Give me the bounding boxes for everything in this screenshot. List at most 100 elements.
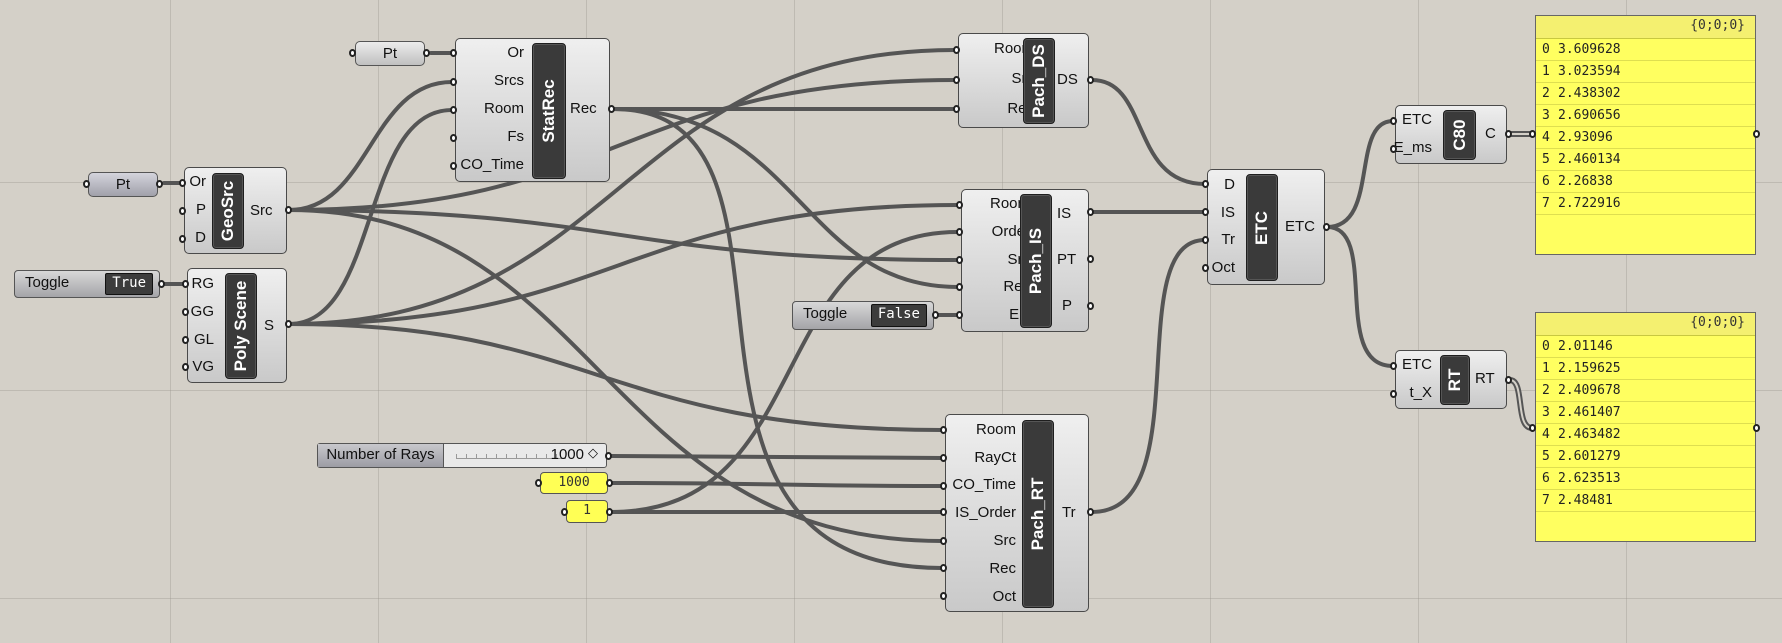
output-port[interactable]: [932, 311, 939, 319]
input-port[interactable]: [953, 76, 960, 84]
geosrc-component[interactable]: Or P D GeoSrc Src: [184, 167, 287, 254]
input-port[interactable]: [179, 179, 186, 187]
toggle-value[interactable]: True: [105, 273, 153, 295]
input-port[interactable]: [940, 564, 947, 572]
input-port[interactable]: [561, 508, 568, 516]
input-port[interactable]: [940, 592, 947, 600]
pach-is-component[interactable]: Room Order Src Rec ED Pach_IS IS PT P: [961, 189, 1089, 332]
input-port[interactable]: [1202, 236, 1209, 244]
panel-input-port[interactable]: [1529, 130, 1536, 138]
etc-component[interactable]: D IS Tr Oct ETC ETC: [1207, 169, 1325, 285]
input-port[interactable]: [940, 482, 947, 490]
output-label-c: C: [1485, 125, 1496, 142]
slider-grip-icon[interactable]: ◇: [588, 445, 598, 460]
input-port[interactable]: [450, 162, 457, 170]
polyscene-component[interactable]: RG GG GL VG Poly Scene S: [187, 268, 287, 383]
input-port[interactable]: [1202, 180, 1209, 188]
input-port[interactable]: [953, 46, 960, 54]
input-port[interactable]: [956, 228, 963, 236]
input-port[interactable]: [956, 256, 963, 264]
point-param-output-port[interactable]: [423, 49, 430, 57]
point-param-input-port[interactable]: [349, 49, 356, 57]
output-port[interactable]: [1505, 376, 1512, 384]
toggle-value[interactable]: False: [870, 304, 927, 327]
c80-component[interactable]: ETC E_ms C80 C: [1394, 105, 1507, 164]
input-port[interactable]: [940, 508, 947, 516]
input-port[interactable]: [182, 336, 189, 344]
wire-statrec-rt-rec: [611, 107, 944, 570]
point-param-input-port[interactable]: [83, 180, 90, 188]
co-time-param[interactable]: 1000: [540, 472, 608, 494]
pach-ds-component[interactable]: Room Src Rec Pach_DS DS: [958, 33, 1089, 128]
output-port[interactable]: [158, 280, 165, 288]
boolean-toggle-false[interactable]: Toggle False: [792, 301, 934, 330]
input-port[interactable]: [953, 105, 960, 113]
wire-etc-c80: [1325, 119, 1395, 229]
output-port[interactable]: [1087, 76, 1094, 84]
output-port[interactable]: [605, 452, 612, 460]
output-port[interactable]: [1087, 508, 1094, 516]
output-port[interactable]: [285, 206, 292, 214]
boolean-toggle-true[interactable]: Toggle True: [14, 270, 160, 298]
input-label-rayct: RayCt: [974, 449, 1016, 466]
row-index: 3: [1542, 108, 1550, 123]
output-label-pt: PT: [1057, 251, 1077, 268]
panel-output-port[interactable]: [1753, 424, 1760, 432]
input-port[interactable]: [1390, 362, 1397, 370]
input-port[interactable]: [179, 207, 186, 215]
input-port[interactable]: [182, 308, 189, 316]
input-port[interactable]: [450, 78, 457, 86]
input-port[interactable]: [1202, 264, 1209, 272]
rt-component[interactable]: ETC t_X RT RT: [1395, 350, 1507, 409]
input-label-is-order: IS_Order: [955, 504, 1016, 521]
number-of-rays-slider[interactable]: Number of Rays 1000 ◇: [317, 443, 607, 468]
output-port[interactable]: [606, 479, 613, 487]
input-port[interactable]: [940, 454, 947, 462]
slider-track[interactable]: [456, 450, 566, 459]
input-port[interactable]: [940, 426, 947, 434]
output-port[interactable]: [1087, 255, 1094, 263]
point-param-output-port[interactable]: [156, 180, 163, 188]
input-port[interactable]: [1390, 117, 1397, 125]
input-port[interactable]: [182, 363, 189, 371]
row-index: 1: [1542, 64, 1550, 79]
input-port[interactable]: [1390, 390, 1397, 398]
input-port[interactable]: [182, 280, 189, 288]
component-nickname: Pach_DS: [1023, 38, 1055, 124]
panel-output-port[interactable]: [1753, 130, 1760, 138]
panel-input-port[interactable]: [1529, 424, 1536, 432]
pach-rt-component[interactable]: Room RayCt CO_Time IS_Order Src Rec Oct …: [945, 414, 1089, 612]
output-port[interactable]: [285, 320, 292, 328]
output-port[interactable]: [608, 105, 615, 113]
row-index: 0: [1542, 339, 1550, 354]
output-label-rec: Rec: [570, 100, 597, 117]
row-value: 2.461407: [1558, 405, 1621, 420]
point-param-top[interactable]: Pt: [355, 41, 425, 66]
slider-label: Number of Rays: [318, 444, 444, 467]
point-param-left[interactable]: Pt: [88, 172, 158, 197]
input-port[interactable]: [450, 106, 457, 114]
input-port[interactable]: [450, 134, 457, 142]
output-port[interactable]: [1323, 223, 1330, 231]
input-port[interactable]: [1202, 208, 1209, 216]
input-port[interactable]: [1390, 145, 1397, 153]
statrec-component[interactable]: Or Srcs Room Fs CO_Time StatRec Rec: [455, 38, 610, 182]
output-label-src: Src: [250, 202, 273, 219]
output-port[interactable]: [1505, 130, 1512, 138]
input-port[interactable]: [956, 311, 963, 319]
input-port[interactable]: [179, 235, 186, 243]
output-port[interactable]: [1087, 208, 1094, 216]
input-port[interactable]: [450, 49, 457, 57]
output-port[interactable]: [606, 508, 613, 516]
input-port[interactable]: [956, 201, 963, 209]
input-port[interactable]: [535, 479, 542, 487]
input-port[interactable]: [940, 537, 947, 545]
input-port[interactable]: [956, 283, 963, 291]
output-port[interactable]: [1087, 302, 1094, 310]
is-order-param[interactable]: 1: [566, 500, 608, 523]
